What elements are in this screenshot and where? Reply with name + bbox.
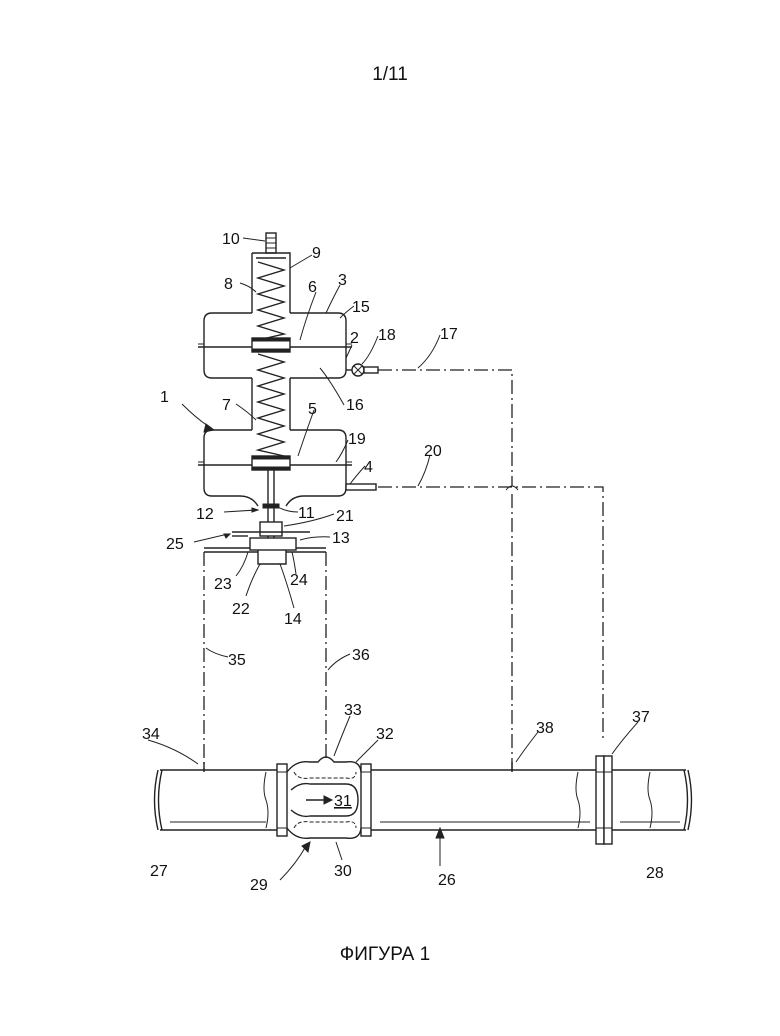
upper-spring-housing [252,253,290,313]
label-1: 1 [160,389,169,406]
label-7: 7 [222,397,231,414]
figure-caption: ФИГУРА 1 [0,944,770,966]
label-2: 2 [350,330,359,347]
label-26: 26 [438,872,456,889]
label-31: 31 [334,793,352,810]
label-27: 27 [150,863,168,880]
label-13: 13 [332,530,350,547]
label-33: 33 [344,702,362,719]
label-16: 16 [346,397,364,414]
label-20: 20 [424,443,442,460]
label-24: 24 [290,572,308,589]
label-36: 36 [352,647,370,664]
label-14: 14 [284,611,302,628]
label-22: 22 [232,601,250,618]
label-28: 28 [646,865,664,882]
label-18: 18 [378,327,396,344]
label-19: 19 [348,431,366,448]
label-4: 4 [364,459,373,476]
label-21: 21 [336,508,354,525]
gauge-18 [346,364,378,376]
label-6: 6 [308,279,317,296]
label-30: 30 [334,863,352,880]
label-9: 9 [312,245,321,262]
lower-spring [258,354,284,456]
adjusting-screw [266,233,276,253]
label-37: 37 [632,709,650,726]
upper-chamber [198,313,352,378]
label-12: 12 [196,506,214,523]
label-5: 5 [308,401,317,418]
port-4 [346,484,376,490]
label-32: 32 [376,726,394,743]
lower-chamber [198,430,352,506]
flange-37 [596,756,612,844]
label-11: 11 [298,505,315,522]
label-10: 10 [222,231,240,248]
label-34: 34 [142,726,160,743]
label-8: 8 [224,276,233,293]
label-35: 35 [228,652,246,669]
label-3: 3 [338,272,347,289]
reference-numerals: 10 9 8 6 3 15 2 18 17 1 7 5 16 19 20 4 1… [142,231,664,894]
label-25: 25 [166,536,184,553]
label-29: 29 [250,877,268,894]
label-17: 17 [440,326,458,343]
label-23: 23 [214,576,232,593]
label-15: 15 [352,299,370,316]
label-38: 38 [536,720,554,737]
upper-spring [258,262,284,340]
sensing-lines [204,370,603,770]
